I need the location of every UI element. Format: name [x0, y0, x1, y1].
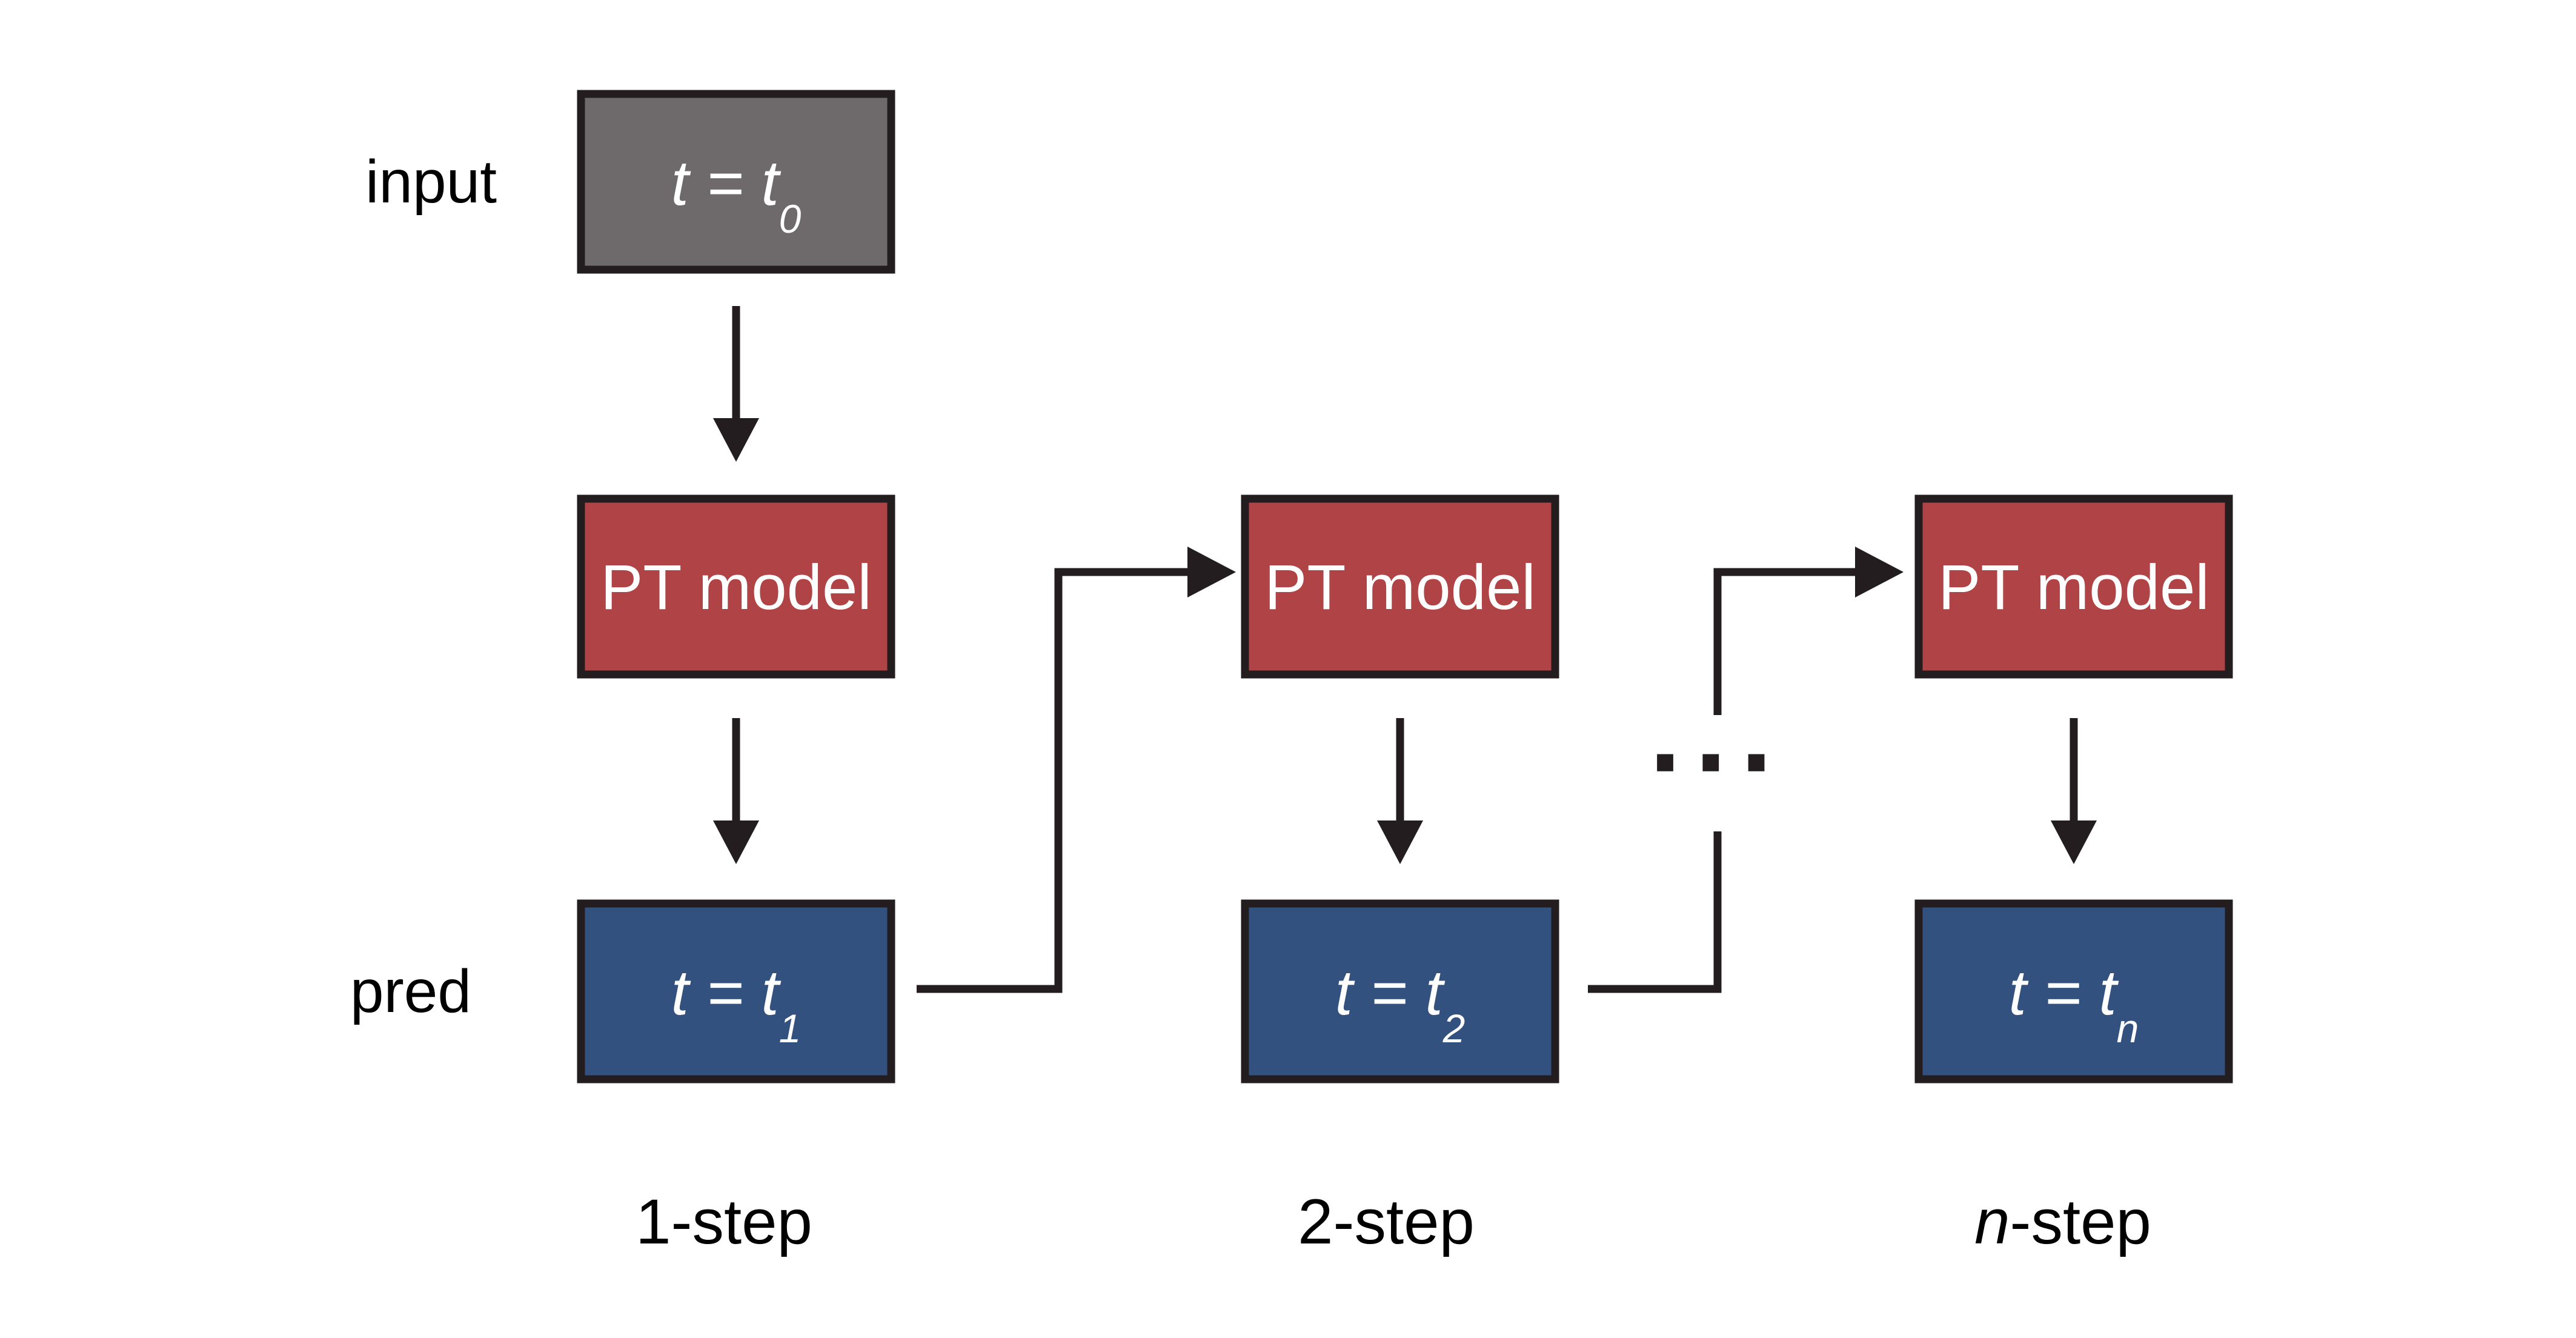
input-box-label: t = t0	[671, 148, 802, 241]
pred-box-1-label: t = t1	[671, 957, 802, 1051]
column-1-step: PT model t = t1 1-step	[577, 494, 895, 1257]
arrow-model-2-to-pred-2	[1377, 718, 1423, 864]
pred-box-1-label-main: t = t	[671, 957, 782, 1028]
model-box-2-rect	[1241, 494, 1559, 679]
pred-box-1-rect	[577, 899, 895, 1083]
connector-upper-segment	[1713, 568, 1856, 715]
pred-box-3: t = tn	[1914, 899, 2233, 1083]
pred-box-2: t = t2	[1241, 899, 1559, 1083]
pred-box-3-label-sub: n	[2117, 1006, 2139, 1051]
connector-elbow-line	[917, 568, 1189, 993]
connector-lower-segment	[1588, 831, 1722, 993]
connector-pred-1-to-model-2	[917, 547, 1236, 993]
pred-box-2-rect	[1241, 899, 1559, 1083]
model-box-2: PT model	[1241, 494, 1559, 679]
model-box-3-rect	[1914, 494, 2233, 679]
pred-row-label: pred	[350, 957, 471, 1025]
arrowhead-down-icon	[1377, 820, 1423, 864]
step-label-n-prefix: n	[1974, 1187, 2010, 1257]
input-row-label: input	[365, 148, 497, 216]
pred-box-3-label-main: t = t	[2009, 957, 2119, 1028]
input-box: t = t0	[577, 90, 895, 274]
step-label-2-suffix: -step	[1333, 1187, 1474, 1257]
pred-box-3-label: t = tn	[2009, 957, 2139, 1051]
column-n-step: PT model t = tn n-step	[1914, 494, 2233, 1257]
pred-box-1: t = t1	[577, 899, 895, 1083]
model-box-1-label: PT model	[600, 552, 871, 623]
step-label-2-prefix: 2	[1298, 1187, 1333, 1257]
step-label-1-prefix: 1	[636, 1187, 671, 1257]
pred-box-3-rect	[1914, 899, 2233, 1083]
pred-box-2-label-main: t = t	[1335, 957, 1446, 1028]
step-label-1-suffix: -step	[671, 1187, 812, 1257]
connector-pred-2-to-model-3: ···	[1588, 547, 1904, 993]
arrow-input-to-model-1	[713, 306, 759, 462]
pred-box-1-label-sub: 1	[779, 1006, 802, 1051]
step-label-1: 1-step	[636, 1187, 812, 1257]
arrowhead-right-icon	[1855, 547, 1904, 597]
arrowhead-right-icon	[1187, 547, 1236, 597]
ellipsis-icon: ···	[1649, 697, 1786, 826]
model-box-3-label: PT model	[1938, 552, 2209, 623]
input-box-label-sub: 0	[779, 196, 802, 241]
arrowhead-down-icon	[2051, 820, 2097, 864]
step-label-n-suffix: -step	[2010, 1187, 2151, 1257]
model-box-3: PT model	[1914, 494, 2233, 679]
step-label-2: 2-step	[1298, 1187, 1475, 1257]
pred-box-2-label-sub: 2	[1442, 1006, 1466, 1051]
arrowhead-down-icon	[713, 418, 759, 462]
input-box-label-main: t = t	[671, 148, 782, 219]
arrow-model-3-to-pred-3	[2051, 718, 2097, 864]
model-box-1: PT model	[577, 494, 895, 679]
column-2-step: PT model t = t2 2-step	[1241, 494, 1559, 1257]
arrowhead-down-icon	[713, 820, 759, 864]
pred-box-2-label: t = t2	[1335, 957, 1466, 1051]
step-label-n: n-step	[1974, 1187, 2151, 1257]
arrow-model-1-to-pred-1	[713, 718, 759, 864]
model-box-2-label: PT model	[1264, 552, 1535, 623]
input-box-rect	[577, 90, 895, 274]
model-box-1-rect	[577, 494, 895, 679]
